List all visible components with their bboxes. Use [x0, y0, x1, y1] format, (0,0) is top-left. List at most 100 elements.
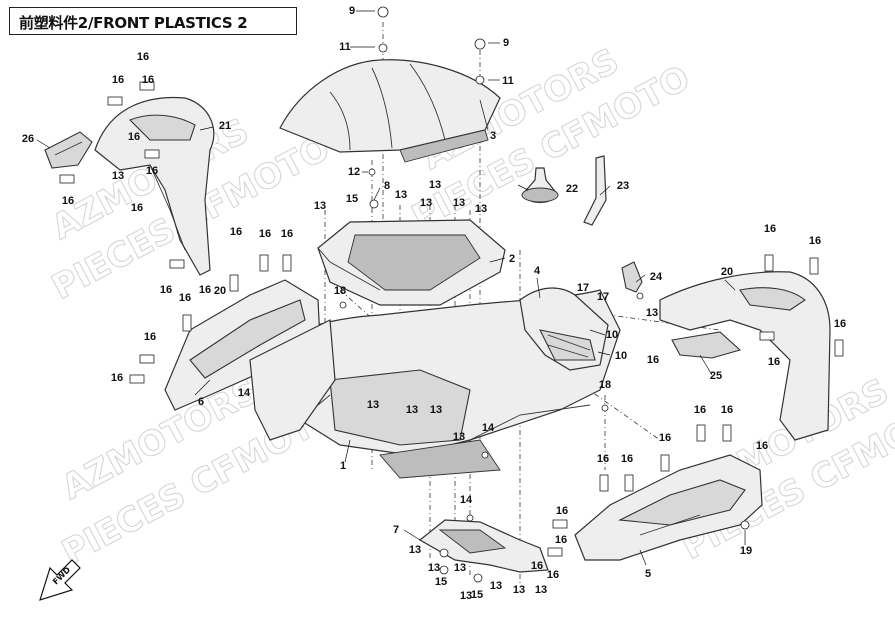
- callout-label: 11: [339, 41, 351, 53]
- callout-label: 16: [111, 372, 123, 384]
- clip-icon: [552, 519, 568, 529]
- clip-icon: [759, 331, 775, 341]
- callout-label: 16: [112, 74, 124, 86]
- clip-icon: [599, 474, 609, 492]
- callout-label: 16: [647, 354, 659, 366]
- clip-icon: [229, 274, 239, 292]
- callout-label: 13: [490, 580, 502, 592]
- callout-label: 10: [615, 350, 627, 362]
- strip-part: [583, 155, 607, 226]
- callout-label: 16: [764, 223, 776, 235]
- screw-icon: [466, 514, 474, 522]
- clip-icon: [139, 81, 155, 91]
- callout-label: 2: [509, 253, 515, 265]
- callout-label: 13: [475, 203, 487, 215]
- callout-label: 19: [740, 545, 752, 557]
- callout-label: 16: [809, 235, 821, 247]
- title-box: 前塑料件2/FRONT PLASTICS 2: [9, 7, 297, 35]
- callout-label: 10: [606, 329, 618, 341]
- clip-icon: [660, 454, 670, 472]
- callout-label: 13: [428, 562, 440, 574]
- clip-icon: [144, 149, 160, 159]
- screw-icon: [636, 292, 644, 300]
- clip-icon: [129, 374, 145, 384]
- callout-label: 13: [454, 562, 466, 574]
- screw-icon: [740, 520, 750, 530]
- nut-icon: [378, 43, 388, 53]
- clip-icon: [107, 96, 123, 106]
- fwd-arrow-icon: FWD: [39, 559, 81, 601]
- callout-label: 26: [22, 133, 34, 145]
- callout-label: 13: [460, 590, 472, 602]
- callout-label: 17: [597, 291, 609, 303]
- callout-label: 16: [768, 356, 780, 368]
- callout-label: 13: [112, 170, 124, 182]
- callout-label: 16: [137, 51, 149, 63]
- callout-label: 8: [384, 180, 390, 192]
- right-side-panel-part: [574, 454, 763, 561]
- clip-icon: [547, 547, 563, 557]
- callout-label: 16: [531, 560, 543, 572]
- clip-icon: [624, 474, 634, 492]
- callout-label: 16: [621, 453, 633, 465]
- clip-icon: [259, 254, 269, 272]
- callout-label: 7: [393, 524, 399, 536]
- callout-label: 16: [230, 226, 242, 238]
- callout-label: 16: [659, 432, 671, 444]
- screw-icon: [481, 451, 489, 459]
- clip-icon: [169, 259, 185, 269]
- clip-icon: [834, 339, 844, 357]
- callout-label: 16: [555, 534, 567, 546]
- fasteners: [59, 6, 844, 583]
- nut-icon: [439, 548, 449, 558]
- nut-icon: [439, 565, 449, 575]
- callout-label: 16: [131, 202, 143, 214]
- callout-label: 13: [646, 307, 658, 319]
- clip-part: [621, 261, 643, 293]
- callout-label: 12: [348, 166, 360, 178]
- callout-label: 16: [756, 440, 768, 452]
- callout-label: 13: [367, 399, 379, 411]
- left-fender-part: [94, 96, 215, 276]
- screw-icon: [339, 301, 347, 309]
- callout-label: 16: [160, 284, 172, 296]
- nut-icon: [473, 573, 483, 583]
- callout-label: 9: [503, 37, 509, 49]
- callout-label: 14: [460, 494, 473, 506]
- callout-label: 16: [199, 284, 211, 296]
- right-bracket-part: [671, 331, 742, 359]
- callout-label: 24: [650, 271, 663, 283]
- callout-label: 13: [430, 404, 442, 416]
- callout-label: 18: [599, 379, 611, 391]
- callouts: 9 11 9 11 3 16 16 16 21 26 16 13 16 16 1…: [22, 5, 846, 602]
- screw-icon: [474, 38, 486, 50]
- callout-label: 9: [349, 5, 355, 17]
- callout-label: 22: [566, 183, 578, 195]
- callout-label: 13: [513, 584, 525, 596]
- screw-icon: [601, 404, 609, 412]
- callout-label: 13: [314, 200, 326, 212]
- callout-label: 16: [62, 195, 74, 207]
- page-title: 前塑料件2/FRONT PLASTICS 2: [19, 14, 248, 32]
- callout-label: 16: [179, 292, 191, 304]
- callout-label: 16: [597, 453, 609, 465]
- cone-part: [521, 167, 559, 204]
- nut-icon: [369, 199, 379, 209]
- callout-label: 16: [144, 331, 156, 343]
- callout-label: 15: [435, 576, 447, 588]
- callout-label: 21: [219, 120, 231, 132]
- callout-label: 16: [128, 131, 140, 143]
- callout-label: 1: [340, 460, 346, 472]
- callout-label: 17: [577, 282, 589, 294]
- callout-label: 11: [502, 75, 514, 87]
- callout-label: 6: [198, 396, 204, 408]
- callout-label: 14: [482, 422, 495, 434]
- storage-tray-part: [317, 219, 506, 306]
- clip-icon: [764, 254, 774, 272]
- callout-label: 15: [471, 589, 483, 601]
- callout-label: 20: [214, 285, 226, 297]
- callout-label: 23: [617, 180, 629, 192]
- clip-icon: [59, 174, 75, 184]
- clip-icon: [182, 314, 192, 332]
- callout-label: 5: [645, 568, 651, 580]
